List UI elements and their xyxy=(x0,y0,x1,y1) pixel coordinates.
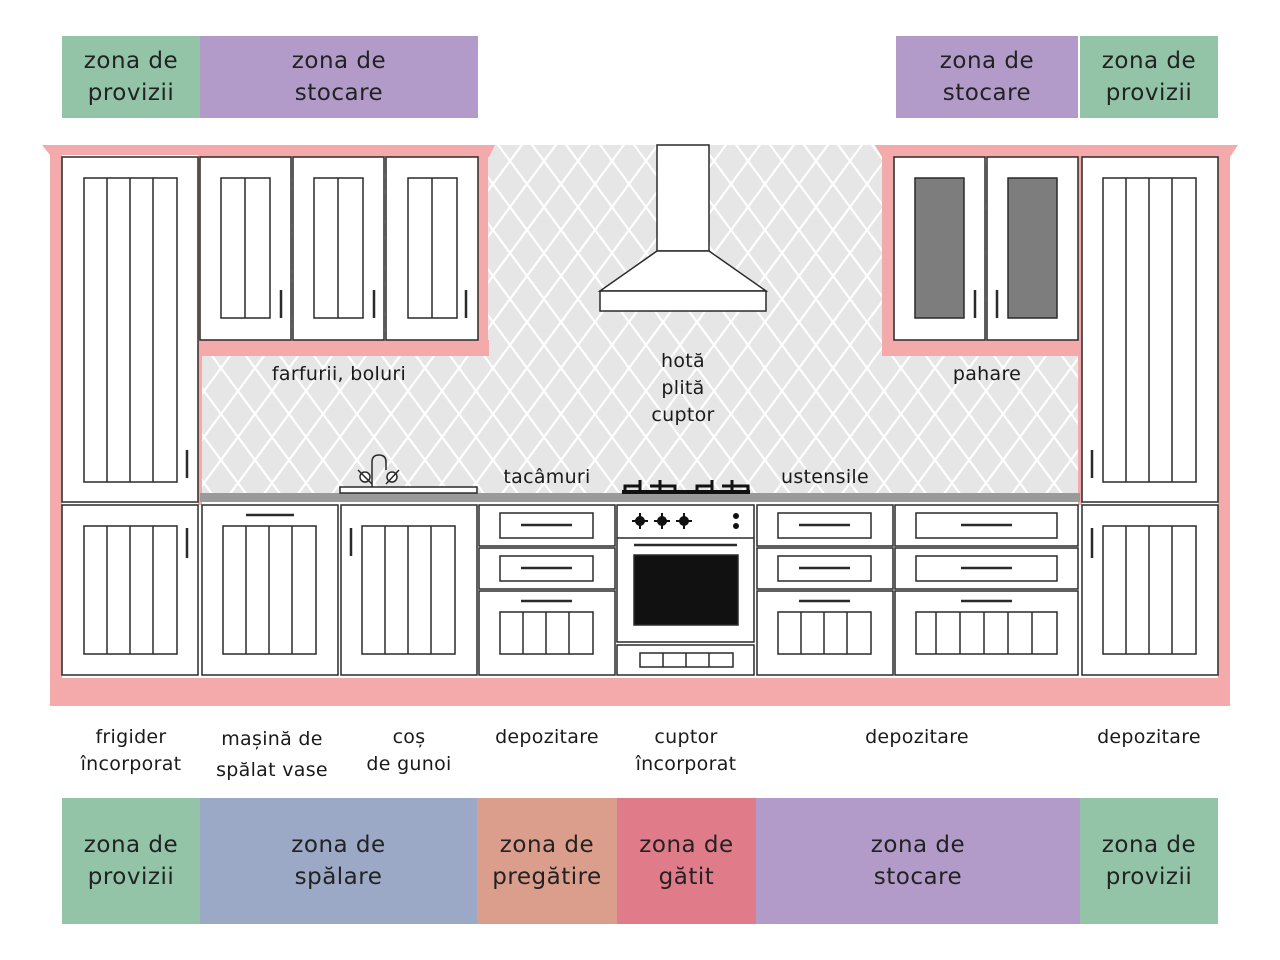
tall-cabinet-right-lower xyxy=(1081,504,1219,676)
bottom-zone-gatit: zona de gătit xyxy=(617,798,756,924)
sink-faucet xyxy=(339,454,478,494)
label-line: încorporat xyxy=(635,753,737,775)
drawer-stack-storage-wide xyxy=(894,504,1079,676)
label-hood: hotă xyxy=(661,350,705,372)
label-built-in-fridge: frigider încorporat xyxy=(81,724,182,778)
top-zone-provizii-right: zona de provizii xyxy=(1080,36,1218,118)
label-line: încorporat xyxy=(80,753,182,775)
bottom-zone-pregatire: zona de pregătire xyxy=(477,798,617,924)
zone-line1: zona de xyxy=(83,48,179,74)
label-line: cuptor xyxy=(654,726,718,748)
built-in-oven xyxy=(616,504,755,676)
label-dishwasher: mașină de spălat vase xyxy=(216,724,328,786)
bottom-zone-provizii-right: zona de provizii xyxy=(1080,798,1218,924)
tall-cabinet-left-lower xyxy=(61,504,199,676)
label-trash-bin: coș de gunoi xyxy=(366,724,451,778)
zone-line2: spălare xyxy=(294,864,383,890)
label-storage-2: depozitare xyxy=(865,726,969,748)
trash-bin-cabinet xyxy=(340,504,478,676)
label-line: coș xyxy=(392,726,426,748)
zone-line2: stocare xyxy=(294,80,384,106)
label-built-in-oven: cuptor încorporat xyxy=(636,724,737,778)
drawer-stack-cutlery xyxy=(478,504,616,676)
label-line: mașină de xyxy=(221,728,323,750)
zone-line2: provizii xyxy=(87,80,175,106)
zone-line1: zona de xyxy=(1101,48,1197,74)
zone-line1: zona de xyxy=(291,48,387,74)
tall-cabinet-left-upper xyxy=(61,156,199,503)
label-glasses: pahare xyxy=(952,363,1022,385)
label-storage-1: depozitare xyxy=(495,726,599,748)
zone-line2: provizii xyxy=(1105,864,1193,890)
zone-line1: zona de xyxy=(499,832,595,858)
zone-line2: stocare xyxy=(942,80,1032,106)
bottom-zone-provizii-left: zona de provizii xyxy=(62,798,200,924)
top-zone-stocare-right: zona de stocare xyxy=(896,36,1078,118)
label-line: frigider xyxy=(95,726,167,748)
label-line: de gunoi xyxy=(366,753,452,775)
upper-cabinet-glasses-2 xyxy=(986,156,1079,341)
zone-line1: zona de xyxy=(291,832,386,858)
bottom-zone-stocare: zona de stocare xyxy=(756,798,1080,924)
zone-line1: zona de xyxy=(83,832,179,858)
bottom-zone-spalare: zona de spălare xyxy=(200,798,477,924)
upper-cabinet-plates-1 xyxy=(199,156,292,341)
range-hood xyxy=(597,144,769,312)
upper-cabinet-plates-3 xyxy=(385,156,479,341)
label-plates-bowls: farfurii, boluri xyxy=(271,363,407,385)
upper-cabinet-glasses-1 xyxy=(893,156,986,341)
label-utensils: ustensile xyxy=(781,466,869,488)
top-zone-provizii-left: zona de provizii xyxy=(62,36,200,118)
zone-line1: zona de xyxy=(870,832,966,858)
zone-line1: zona de xyxy=(639,832,734,858)
label-cutlery: tacâmuri xyxy=(503,466,591,488)
drawer-stack-utensils xyxy=(756,504,894,676)
label-oven: cuptor xyxy=(651,404,715,426)
oven-knobs xyxy=(632,513,739,529)
zone-line2: provizii xyxy=(87,864,175,890)
dishwasher xyxy=(201,504,339,676)
zone-line2: pregătire xyxy=(492,864,602,890)
label-line: spălat vase xyxy=(216,759,328,781)
zone-line2: gătit xyxy=(658,864,715,890)
label-storage-3: depozitare xyxy=(1097,726,1201,748)
top-zone-stocare-left: zona de stocare xyxy=(200,36,478,118)
label-cooking-group: hotă plită cuptor xyxy=(651,348,714,429)
tall-cabinet-right-upper xyxy=(1081,156,1219,503)
zone-line2: provizii xyxy=(1105,80,1193,106)
upper-cabinet-plates-2 xyxy=(292,156,385,341)
zone-line2: stocare xyxy=(873,864,963,890)
cooktop-burners xyxy=(622,480,750,494)
countertop xyxy=(200,493,1080,502)
zone-line1: zona de xyxy=(939,48,1035,74)
zone-line1: zona de xyxy=(1101,832,1197,858)
cabinet-frame xyxy=(42,145,1238,706)
label-hob: plită xyxy=(661,377,705,399)
